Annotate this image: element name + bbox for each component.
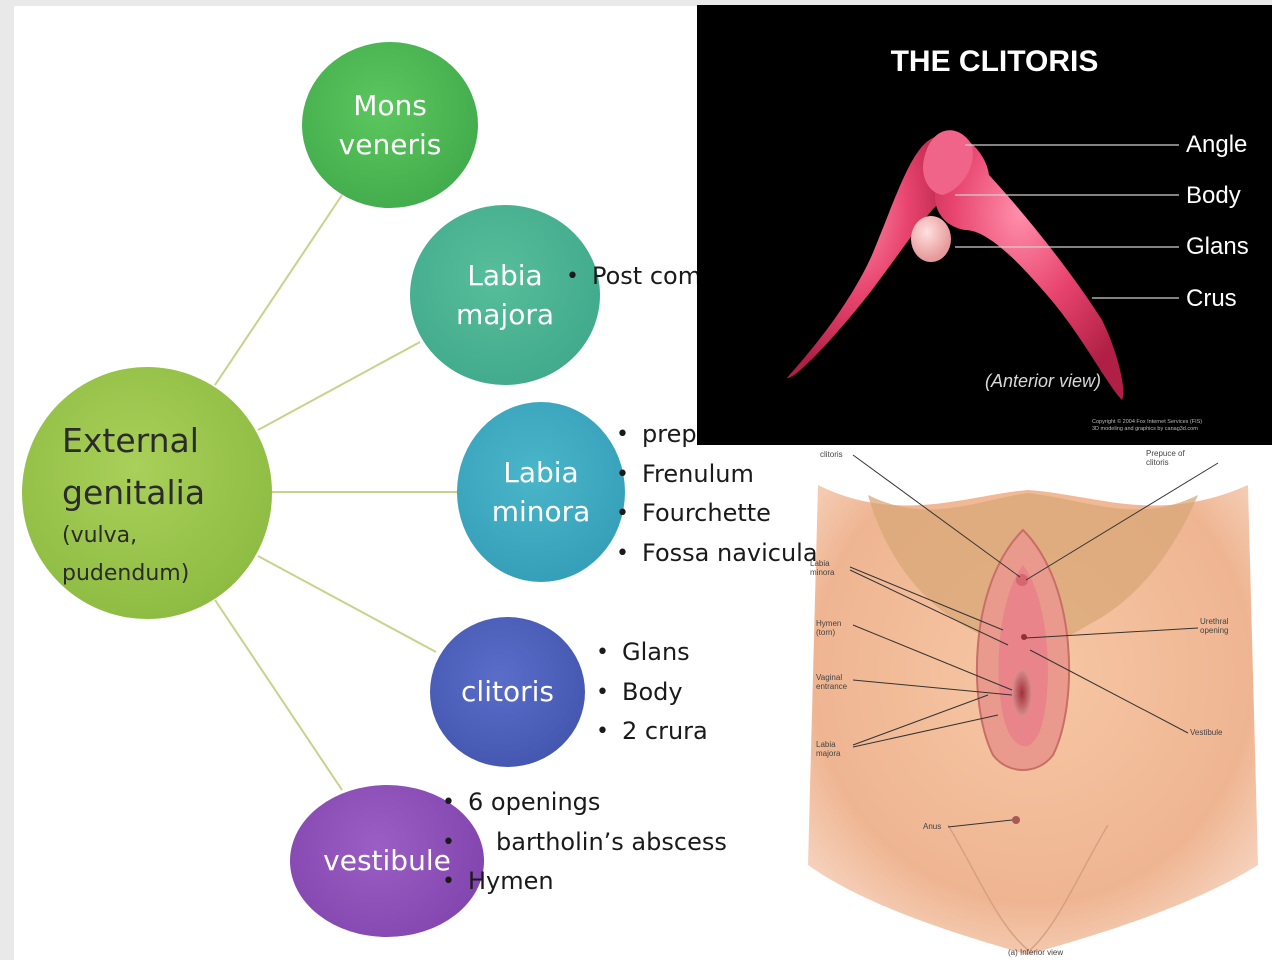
note-item: Body: [596, 673, 708, 713]
vulva-label-vaginal: Vaginal entrance: [816, 673, 861, 691]
note-item: 2 crura: [596, 712, 708, 752]
note-item: Hymen: [442, 862, 727, 902]
center-title-line2: genitalia: [62, 473, 205, 512]
note-item: Glans: [596, 633, 708, 673]
vulva-label-urethral: Urethral opening: [1200, 617, 1250, 635]
vulva-label-vestibule: Vestibule: [1190, 728, 1222, 737]
label-glans: Glans: [1186, 233, 1249, 261]
note-item: Post com: [566, 257, 701, 297]
labia-majora-notes: Post com: [566, 257, 701, 297]
connector-clitoris: [258, 556, 436, 652]
connector-mons: [215, 195, 342, 385]
minora-label-line1: Labia: [492, 453, 591, 492]
vulva-label-anus: Anus: [923, 822, 941, 831]
vulva-caption: (a) Inferior view: [1008, 948, 1063, 957]
vulva-label-prepuce: Prepuce of clitoris: [1146, 449, 1206, 467]
vestibule-label: vestibule: [323, 841, 451, 880]
node-mons-veneris: Mons veneris: [302, 42, 478, 208]
vulva-label-hymen: Hymen (torn): [816, 619, 856, 637]
note-item: bartholin’s abscess: [442, 823, 727, 863]
vulva-label-minora: Labia minora: [810, 559, 850, 577]
view-caption: (Anterior view): [985, 371, 1101, 392]
urethral-opening-shape: [1021, 634, 1027, 640]
glans-shape: [911, 216, 951, 262]
label-angle: Angle: [1186, 131, 1247, 159]
center-node-external-genitalia: External genitalia (vulva, pudendum): [22, 367, 272, 619]
note-item: 6 openings: [442, 783, 727, 823]
clitoris-figure-title: THE CLITORIS: [697, 45, 1272, 79]
center-title-line1: External: [62, 421, 199, 460]
node-clitoris: clitoris: [430, 617, 585, 767]
connector-labia-majora: [258, 342, 420, 430]
copyright-notice: Copyright © 2004 Fox Internet Services (…: [1092, 419, 1202, 433]
vulva-drawing: [798, 445, 1272, 960]
label-crus: Crus: [1186, 285, 1237, 313]
mons-label-line2: veneris: [339, 125, 442, 164]
minora-label-line2: minora: [492, 492, 591, 531]
clitoris-notes: Glans Body 2 crura: [596, 633, 708, 752]
crus-left-shape: [787, 137, 937, 378]
mons-label-line1: Mons: [339, 86, 442, 125]
vaginal-opening-shape: [1012, 669, 1032, 717]
majora-label-line1: Labia: [456, 256, 554, 295]
center-subtitle-line2: pudendum): [62, 561, 189, 586]
majora-label-line2: majora: [456, 295, 554, 334]
node-labia-minora: Labia minora: [457, 402, 625, 582]
vulva-label-majora: Labia majora: [816, 740, 851, 758]
anus-shape: [1012, 816, 1020, 824]
copyright-line1: Copyright © 2004 Fox Internet Services (…: [1092, 419, 1202, 426]
vulva-illustration: clitoris Prepuce of clitoris Labia minor…: [798, 445, 1272, 960]
clitoris-figure-panel: THE CLITORIS Angle Body Glans Crus (Ante…: [697, 5, 1272, 445]
vulva-label-clitoris: clitoris: [820, 450, 843, 459]
copyright-line2: 3D modeling and graphics by canag3d.com: [1092, 426, 1202, 433]
connector-vestibule: [215, 600, 342, 790]
center-subtitle-line1: (vulva,: [62, 523, 137, 548]
label-body: Body: [1186, 182, 1241, 210]
vestibule-notes: 6 openings bartholin’s abscess Hymen: [442, 783, 727, 902]
clitoris-label: clitoris: [461, 672, 554, 711]
